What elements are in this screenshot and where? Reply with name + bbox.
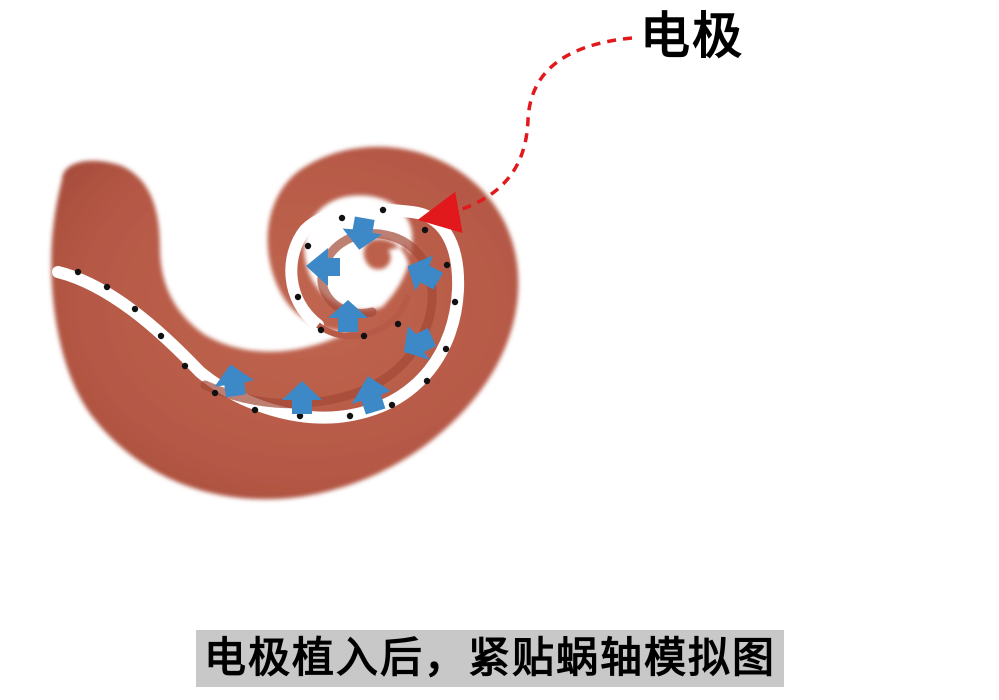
electrode-label: 电极 <box>640 7 744 65</box>
arrow-icon <box>342 216 383 250</box>
electrode-contact-icon <box>296 412 304 420</box>
electrode-contact-icon <box>421 226 429 234</box>
electrode-contact-icon <box>338 214 346 222</box>
scala-channel <box>52 203 465 424</box>
electrode-contacts <box>74 206 459 420</box>
diagram-caption: 电极植入后，紧贴蜗轴模拟图 <box>196 630 785 687</box>
electrode-contact-icon <box>304 242 312 250</box>
electrode-contact-icon <box>443 261 451 269</box>
electrode-contact-icon <box>211 389 219 397</box>
arrow-icon <box>214 364 254 398</box>
cochlea-tissue <box>51 146 519 500</box>
electrode-contact-icon <box>423 377 431 385</box>
electrode-contact-icon <box>394 320 402 328</box>
arrow-icon <box>407 255 444 291</box>
electrode-contact-icon <box>157 332 165 340</box>
arrow-icon <box>351 376 391 415</box>
arrow-icon <box>306 248 340 286</box>
stimulation-arrows <box>214 216 444 415</box>
electrode-contact-icon <box>360 332 368 340</box>
electrode-contact-icon <box>131 305 139 313</box>
electrode-contact-icon <box>294 293 302 301</box>
arrow-icon <box>328 300 368 332</box>
electrode-contact-icon <box>451 298 459 306</box>
leader-line <box>417 36 633 234</box>
electrode-contact-icon <box>317 326 325 334</box>
electrode-contact-icon <box>388 401 396 409</box>
electrode-contact-icon <box>442 345 450 353</box>
electrode-contact-icon <box>346 412 354 420</box>
electrode-contact-icon <box>103 283 111 291</box>
electrode-contact-icon <box>74 268 82 276</box>
arrow-icon <box>282 381 322 414</box>
electrode-contact-icon <box>251 406 259 414</box>
electrode-contact-icon <box>181 362 189 370</box>
electrode-contact-icon <box>379 206 387 214</box>
arrow-icon <box>404 326 436 360</box>
